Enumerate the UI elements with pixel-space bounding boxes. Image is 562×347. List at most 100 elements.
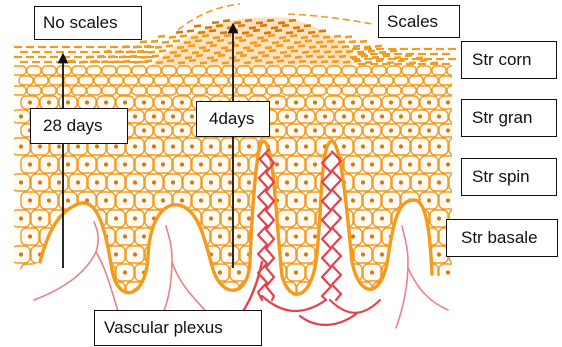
scale-flake: [294, 42, 301, 43]
keratinocyte-cell: [364, 76, 378, 85]
cell-nucleus: [85, 270, 89, 274]
cell-nucleus: [408, 234, 412, 238]
keratinocyte-cell: [432, 66, 446, 75]
keratinocyte-cell: [164, 282, 182, 299]
scale-flake: [339, 56, 346, 57]
cell-nucleus: [38, 288, 42, 292]
cell-nucleus: [180, 198, 184, 202]
keratinocyte-cell: [49, 76, 63, 85]
cell-nucleus: [275, 162, 279, 166]
cell-nucleus: [332, 234, 336, 238]
keratinocyte-cell: [164, 246, 182, 263]
cell-nucleus: [237, 198, 241, 202]
scale-flake: [207, 58, 214, 59]
keratinocyte-cell: [21, 264, 39, 281]
cell-nucleus: [456, 288, 460, 292]
keratinocyte-cell: [192, 66, 206, 75]
keratinocyte-cell: [334, 76, 348, 85]
cell-nucleus: [228, 252, 232, 256]
cell-nucleus: [19, 180, 23, 184]
scale-flake: [141, 57, 148, 58]
scale-flake: [189, 60, 196, 61]
keratinocyte-cell: [42, 66, 56, 75]
keratinocyte-cell: [184, 76, 198, 85]
scale-flake: [276, 45, 283, 46]
cell-nucleus: [399, 288, 403, 292]
scale-flake: [242, 33, 249, 34]
keratinocyte-cell: [259, 76, 273, 85]
cell-nucleus: [389, 162, 393, 166]
scale-flake: [379, 52, 386, 53]
scale-flake: [211, 60, 218, 61]
cell-nucleus: [66, 270, 70, 274]
scale-flake: [223, 20, 230, 21]
scale-flake: [360, 41, 367, 42]
scale-flake: [126, 52, 133, 53]
cell-nucleus: [446, 270, 450, 274]
scale-flake: [298, 46, 305, 47]
keratinocyte-cell: [40, 264, 58, 281]
keratinocyte-cell: [79, 76, 93, 85]
keratinocyte-cell: [192, 86, 206, 95]
scale-flake: [151, 41, 158, 42]
scale-flake: [238, 25, 245, 26]
scale-flake: [268, 35, 275, 36]
keratinocyte-cell: [357, 86, 371, 95]
scale-flake: [283, 40, 290, 41]
cell-nucleus: [446, 162, 450, 166]
cell-nucleus: [408, 100, 412, 104]
keratinocyte-cell: [297, 86, 311, 95]
scale-flake: [167, 60, 174, 61]
cell-nucleus: [456, 180, 460, 184]
scale-flake: [235, 38, 242, 39]
cell-nucleus: [370, 270, 374, 274]
cell-nucleus: [361, 114, 365, 118]
scale-flake: [245, 20, 252, 21]
cell-nucleus: [437, 180, 441, 184]
keratinocyte-cell: [282, 86, 296, 95]
cell-nucleus: [19, 288, 23, 292]
cell-nucleus: [313, 128, 317, 132]
keratinocyte-cell: [304, 76, 318, 85]
cell-nucleus: [57, 144, 61, 148]
scale-flake: [227, 27, 234, 28]
scale-flake: [361, 56, 368, 57]
scale-flake: [287, 47, 294, 48]
cell-nucleus: [418, 114, 422, 118]
cell-nucleus: [247, 288, 251, 292]
scale-flake: [299, 61, 306, 62]
keratinocyte-cell: [335, 210, 353, 227]
keratinocyte-cell: [57, 66, 71, 75]
cell-nucleus: [370, 198, 374, 202]
scale-flake: [225, 50, 232, 51]
cell-nucleus: [237, 270, 241, 274]
scale-flake: [158, 36, 165, 37]
keratinocyte-cell: [424, 76, 438, 85]
cell-nucleus: [123, 270, 127, 274]
scale-flake: [349, 41, 356, 42]
keratinocyte-cell: [117, 66, 131, 75]
cell-nucleus: [294, 234, 298, 238]
cell-nucleus: [199, 270, 203, 274]
keratinocyte-cell: [282, 66, 296, 75]
scale-flake: [221, 48, 228, 49]
keratinocyte-cell: [349, 76, 363, 85]
cell-nucleus: [304, 252, 308, 256]
keratinocyte-cell: [72, 86, 86, 95]
keratinocyte-cell: [394, 76, 408, 85]
cell-nucleus: [313, 100, 317, 104]
cell-nucleus: [161, 162, 165, 166]
scale-flake: [289, 20, 296, 21]
scale-flake: [316, 42, 323, 43]
scale-flake: [372, 57, 379, 58]
cell-nucleus: [76, 252, 80, 256]
scale-flake: [334, 36, 341, 37]
scale-flake: [195, 40, 202, 41]
cell-nucleus: [180, 270, 184, 274]
cell-nucleus: [456, 144, 460, 148]
cell-nucleus: [104, 198, 108, 202]
scale-flake: [247, 50, 254, 51]
scale-flake: [291, 51, 298, 52]
scale-flake: [104, 51, 111, 52]
scale-flake: [101, 61, 108, 62]
